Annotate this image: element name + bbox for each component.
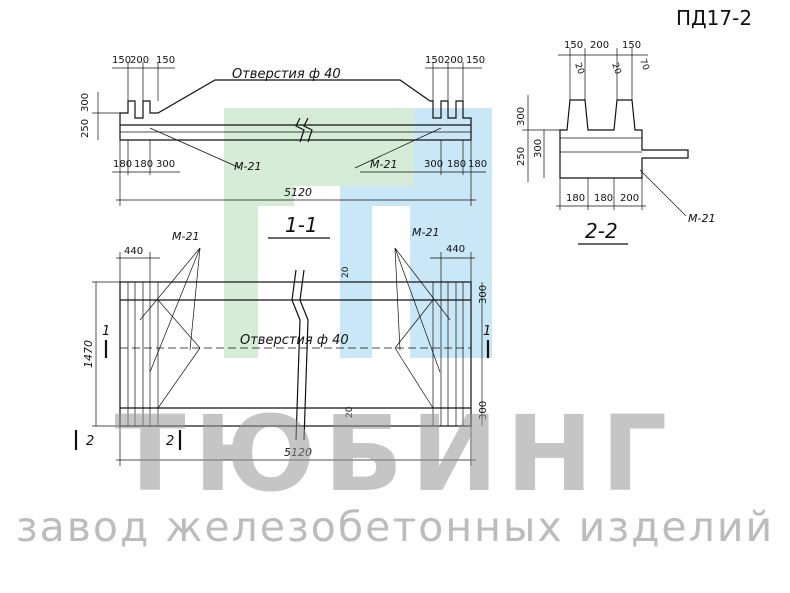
dim-label: 70 [637, 58, 650, 72]
dim-label: 150 [112, 55, 131, 66]
section-title-2-2: 2-2 [585, 219, 618, 243]
dim-label: 150 [156, 55, 175, 66]
rebar-label: М-21 [234, 160, 261, 173]
dim-label: 250 [80, 119, 91, 138]
section-1-1-elevation: 150 200 150 150 200 150 300 250 180 180 … [80, 55, 487, 239]
section-marker-2-left: 2 [86, 434, 94, 449]
dim-label: 1470 [82, 340, 95, 368]
dim-label: 5120 [284, 186, 312, 199]
watermark-logo [224, 108, 492, 358]
document-code: ПД17-2 [676, 6, 753, 30]
dim-label: 150 [466, 55, 485, 66]
dim-label: 180 [113, 159, 132, 170]
dim-label: 440 [124, 246, 143, 257]
dim-label: 20 [341, 266, 351, 278]
rebar-label: М-21 [172, 230, 199, 243]
section-2-2-cross-section: 150 200 150 20 20 70 300 250 300 180 180… [516, 40, 715, 245]
rebar-label: М-21 [412, 226, 439, 239]
plan-view: М-21 М-21 440 440 300 300 1470 20 20 Отв… [74, 226, 491, 466]
dim-label: 300 [478, 285, 489, 304]
dim-label: 300 [80, 93, 91, 112]
holes-label-plan: Отверстия ф 40 [240, 333, 349, 348]
watermark-subtitle: завод железобетонных изделий [15, 503, 775, 551]
dim-label: 200 [590, 40, 609, 51]
dim-label: 200 [444, 55, 463, 66]
dim-label: 150 [564, 40, 583, 51]
dim-label: 250 [516, 147, 527, 166]
dim-label: 180 [566, 193, 585, 204]
dim-label: 150 [425, 55, 444, 66]
dim-label: 20 [345, 406, 355, 418]
dim-label: 300 [156, 159, 175, 170]
dim-label: 180 [134, 159, 153, 170]
dim-label: 200 [620, 193, 639, 204]
dim-label: 180 [468, 159, 487, 170]
rebar-label: М-21 [370, 158, 397, 171]
dim-label: 200 [130, 55, 149, 66]
dim-label: 180 [594, 193, 613, 204]
dim-label: 20 [572, 62, 585, 76]
section-title-1-1: 1-1 [285, 213, 318, 237]
dim-label: 150 [622, 40, 641, 51]
holes-label-top: Отверстия ф 40 [232, 67, 341, 82]
watermark-brand: ТЮБИНГ [114, 393, 676, 515]
section-marker-1-left: 1 [102, 324, 110, 339]
section-marker-1-right: 1 [483, 324, 491, 339]
dim-label: 300 [533, 139, 544, 158]
dim-label: 180 [447, 159, 466, 170]
dim-label: 20 [609, 62, 622, 76]
section-marker-2-center: 2 [166, 434, 174, 449]
dim-label: 300 [516, 107, 527, 126]
dim-label: 440 [446, 244, 465, 255]
rebar-label: М-21 [688, 212, 715, 225]
dim-label: 300 [424, 159, 443, 170]
dim-label: 5120 [284, 446, 312, 459]
dim-label: 300 [478, 401, 489, 420]
